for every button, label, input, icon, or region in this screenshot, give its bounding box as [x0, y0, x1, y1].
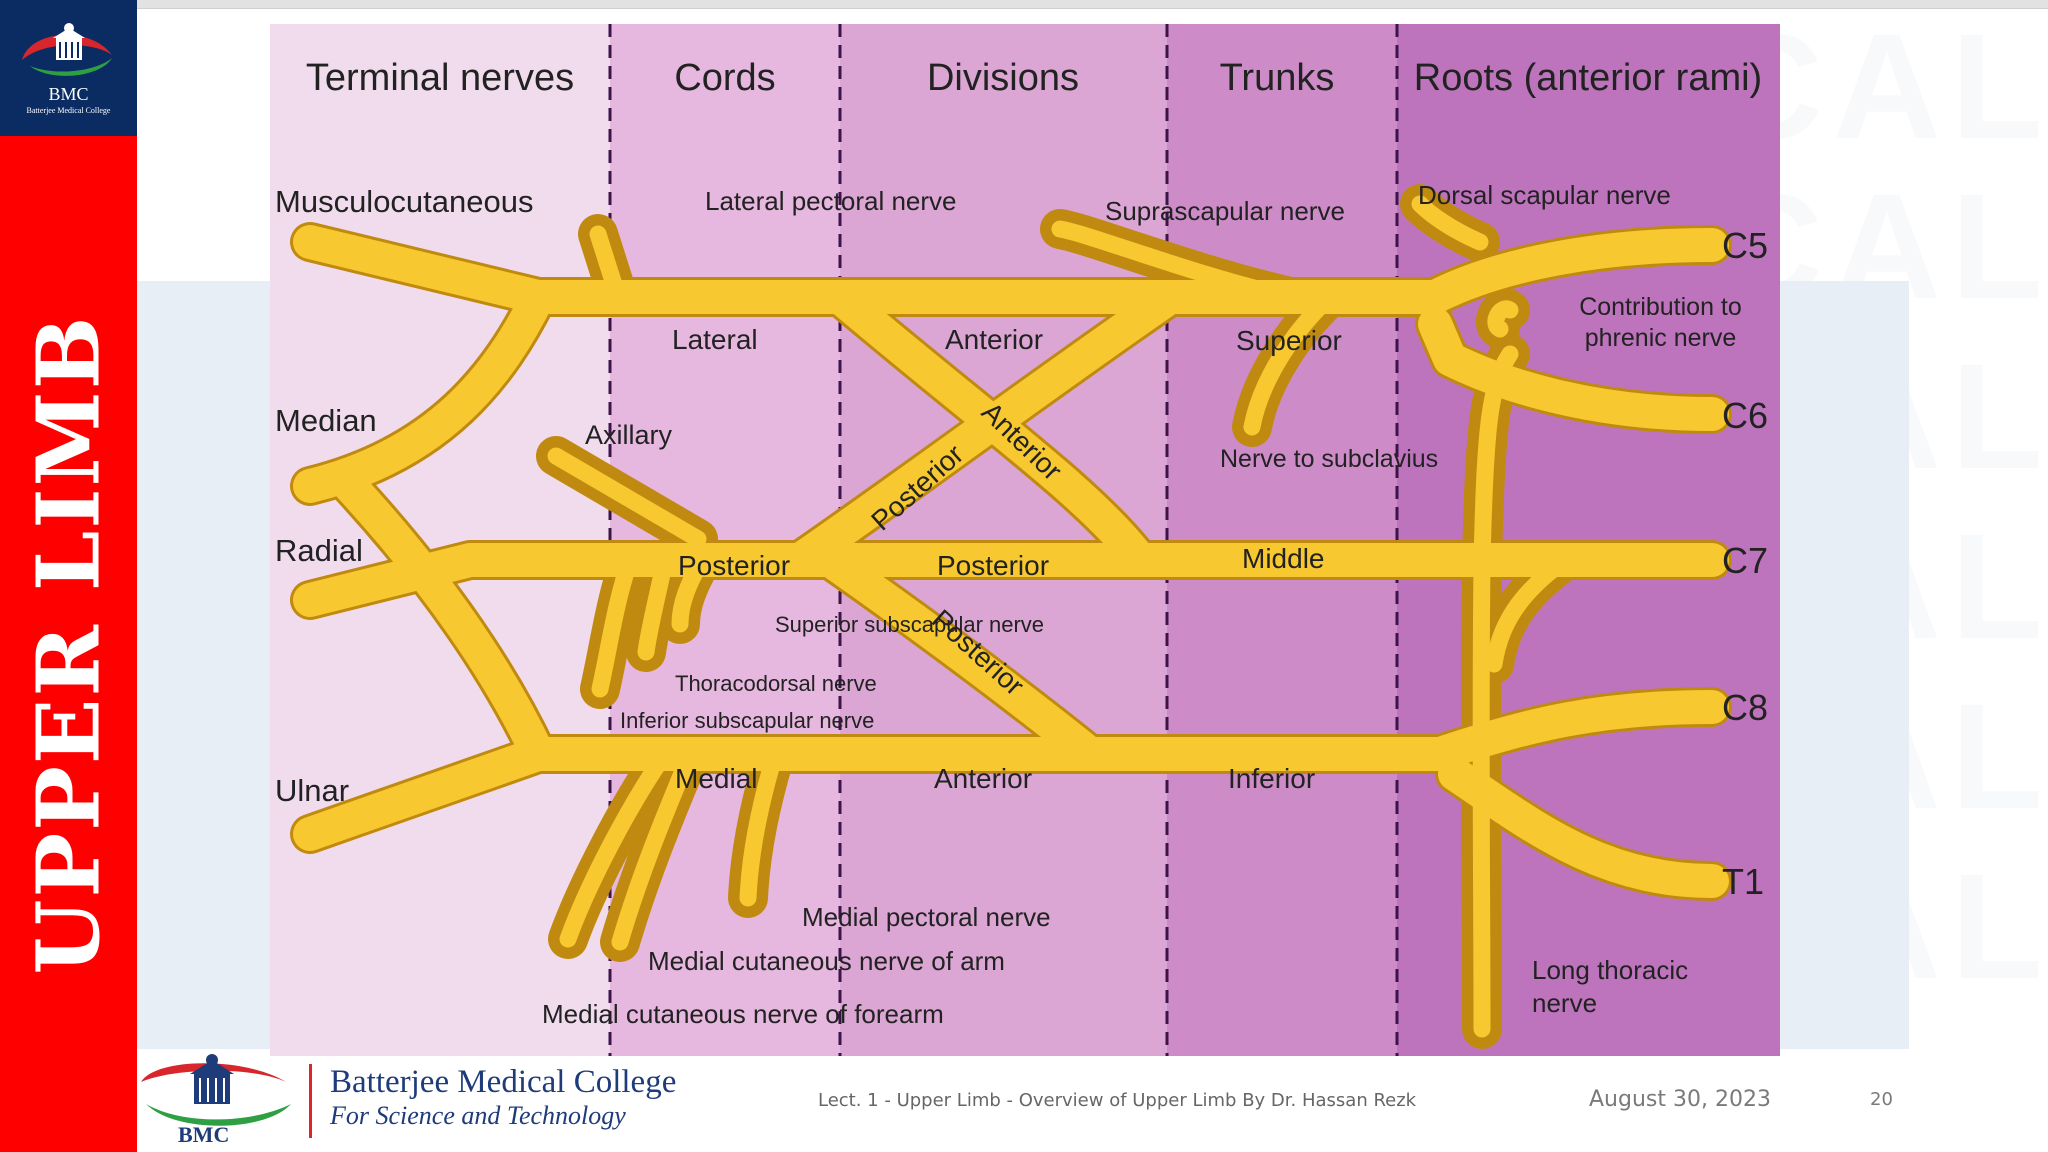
header-roots: Roots (anterior rami) [1414, 57, 1762, 99]
label-medial-cutaneous-nerve-of-forearm: Medial cutaneous nerve of forearm [542, 999, 944, 1029]
branch-labels: Axillary Lateral pectoral nerve Suprasca… [542, 180, 1742, 1029]
label-suprascapular-nerve: Suprascapular nerve [1105, 196, 1345, 226]
footer-college-name: Batterjee Medical College [330, 1064, 677, 1100]
label-root-c6: C6 [1722, 395, 1768, 436]
header-divisions: Divisions [927, 57, 1079, 99]
label-ulnar: Ulnar [275, 773, 349, 808]
label-inferior-subscapular-nerve: Inferior subscapular nerve [620, 708, 874, 733]
label-posterior-division-1: Posterior [937, 550, 1049, 581]
top-bar [137, 0, 2048, 9]
trunk-labels: Superior Middle Inferior [1228, 325, 1342, 794]
label-dorsal-scapular-nerve: Dorsal scapular nerve [1418, 180, 1671, 210]
nerve-pathways [290, 184, 1732, 1049]
footer-lecture-title: Lect. 1 - Upper Limb - Overview of Upper… [818, 1090, 1417, 1111]
sidebar-logo-text: BMC [48, 84, 89, 104]
sidebar-title-text: UPPER LIMB [18, 314, 120, 974]
label-musculocutaneous: Musculocutaneous [275, 184, 534, 219]
root-labels: C5 C6 C7 C8 T1 [1722, 225, 1768, 902]
label-median: Median [275, 403, 377, 438]
footer-logo-text: BMC [178, 1122, 230, 1147]
label-radial: Radial [275, 533, 363, 568]
cord-labels: Lateral Posterior Medial [672, 324, 790, 794]
label-middle-trunk: Middle [1242, 543, 1324, 574]
sidebar-title-bar: UPPER LIMB [0, 136, 137, 1152]
footer-college-block: Batterjee Medical College For Science an… [330, 1066, 676, 1129]
college-building-icon [22, 23, 112, 76]
label-root-c5: C5 [1722, 225, 1768, 266]
label-superior-trunk: Superior [1236, 325, 1342, 356]
label-nerve-to-subclavius: Nerve to subclavius [1220, 445, 1438, 473]
label-superior-subscapular-nerve: Superior subscapular nerve [775, 612, 1044, 637]
terminal-nerve-labels: Musculocutaneous Median Radial Ulnar [275, 184, 534, 808]
footer-logo-icon [141, 1054, 291, 1126]
label-thoracodorsal-nerve: Thoracodorsal nerve [675, 671, 877, 696]
label-root-c8: C8 [1722, 687, 1768, 728]
header-cords: Cords [674, 57, 775, 99]
label-medial-cord: Medial [675, 763, 757, 794]
footer-divider [309, 1064, 312, 1138]
label-anterior-division-1: Anterior [945, 324, 1043, 355]
label-medial-pectoral-nerve: Medial pectoral nerve [802, 902, 1051, 932]
column-header-labels: Terminal nerves Cords Divisions Trunks R… [306, 57, 1762, 99]
label-inferior-trunk: Inferior [1228, 763, 1315, 794]
footer-college-tagline: For Science and Technology [330, 1101, 626, 1130]
label-axillary: Axillary [585, 420, 673, 450]
footer-page-number: 20 [1870, 1089, 1893, 1110]
footer-date: August 30, 2023 [1589, 1087, 1771, 1112]
label-anterior-division-2: Anterior [934, 763, 1032, 794]
label-long-thoracic-nerve: Long thoracic nerve [1532, 955, 1689, 1018]
sidebar-logo: BMC Batterjee Medical College [0, 0, 137, 136]
label-lateral-pectoral-nerve: Lateral pectoral nerve [705, 186, 956, 216]
label-root-c7: C7 [1722, 540, 1768, 581]
sidebar-title: UPPER LIMB [0, 136, 137, 1152]
label-posterior-cord: Posterior [678, 550, 790, 581]
header-trunks: Trunks [1220, 57, 1335, 99]
label-contribution-phrenic-wrapper: Contribution to phrenic nerve [1579, 293, 1742, 353]
label-lateral-cord: Lateral [672, 324, 758, 355]
header-terminal-nerves: Terminal nerves [306, 57, 574, 99]
label-root-t1: T1 [1722, 861, 1764, 902]
label-contribution-to-phrenic-nerve: Contribution to phrenic nerve [1579, 293, 1742, 353]
brachial-plexus-diagram: Terminal nerves Cords Divisions Trunks R… [270, 24, 1780, 1056]
sidebar-logo-subtext: Batterjee Medical College [26, 106, 111, 115]
label-long-thoracic-wrapper: Long thoracic nerve [1532, 955, 1689, 1018]
label-medial-cutaneous-nerve-of-arm: Medial cutaneous nerve of arm [648, 946, 1005, 976]
